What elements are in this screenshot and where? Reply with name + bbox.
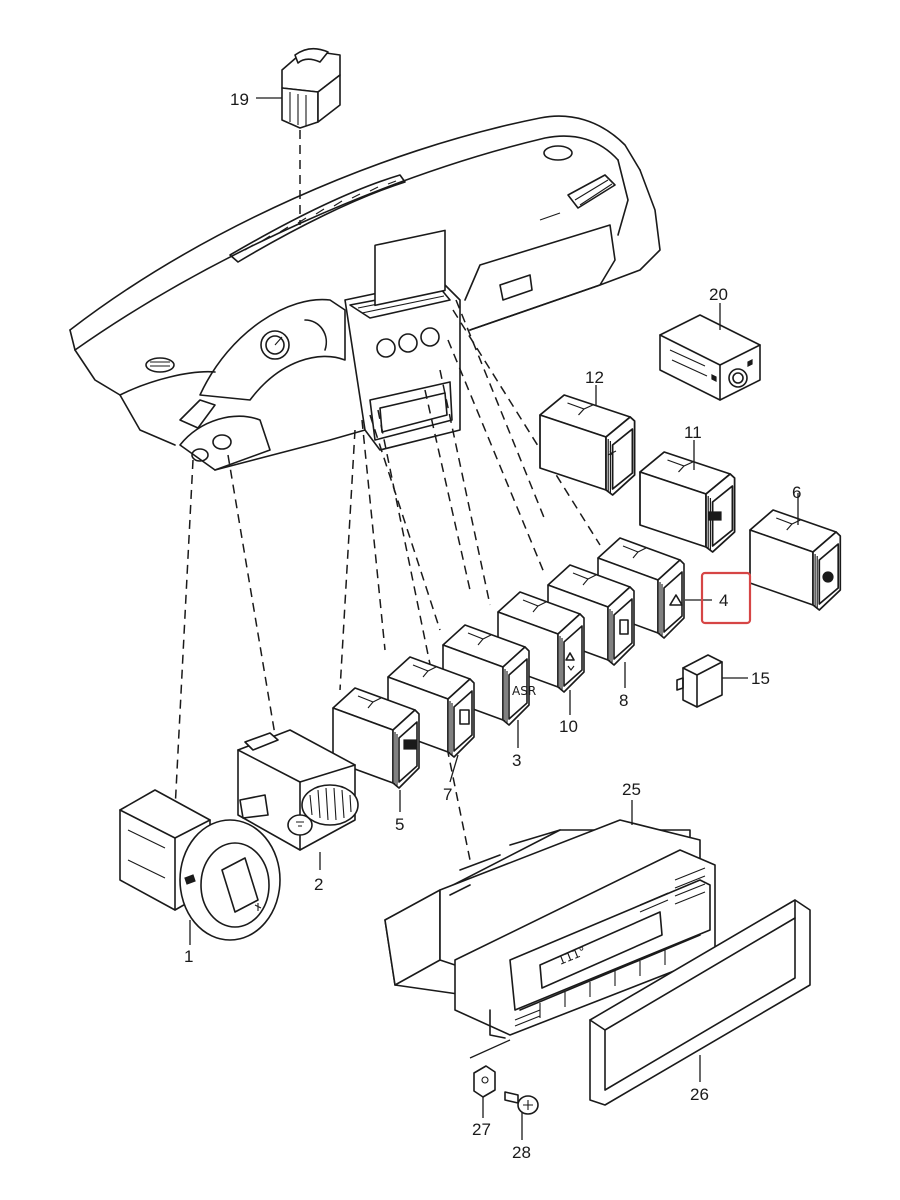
label-25: 25	[622, 780, 641, 799]
dashboard-illustration	[69, 115, 661, 471]
part-19-switch	[281, 47, 341, 129]
part-5-switch	[332, 687, 420, 789]
label-7: 7	[443, 785, 452, 804]
label-2: 2	[314, 875, 323, 894]
label-5: 5	[395, 815, 404, 834]
label-10: 10	[559, 717, 578, 736]
label-15: 15	[751, 669, 770, 688]
part-12-switch	[539, 394, 636, 496]
label-4: 4	[719, 591, 728, 610]
label-28: 28	[512, 1143, 531, 1162]
label-1: 1	[184, 947, 193, 966]
label-8: 8	[619, 691, 628, 710]
label-26: 26	[690, 1085, 709, 1104]
part-28-screw	[504, 1091, 539, 1115]
assembly-dashed-lines	[174, 130, 601, 861]
label-19: 19	[230, 90, 249, 109]
label-6: 6	[792, 483, 801, 502]
part-27-clip	[473, 1065, 496, 1098]
part-7-switch	[387, 656, 475, 758]
part-2-dimmer	[237, 729, 359, 851]
part-11-switch	[639, 451, 736, 553]
leader-lines	[189, 97, 799, 1140]
part-15-cap	[676, 654, 723, 708]
part-10-switch	[497, 591, 585, 693]
highlight-box-part-4	[700, 571, 752, 625]
part-20-connector	[659, 314, 761, 401]
part-4-switch	[597, 537, 685, 639]
part-8-switch	[547, 564, 635, 666]
part-1-light-switch	[119, 789, 281, 941]
label-12: 12	[585, 368, 604, 387]
label-3: 3	[512, 751, 521, 770]
part-6-switch	[749, 509, 842, 611]
asr-symbol: ASR	[512, 684, 536, 698]
label-20: 20	[709, 285, 728, 304]
label-11: 11	[684, 423, 702, 442]
label-27: 27	[472, 1120, 491, 1139]
part-26-trim-frame	[589, 899, 811, 1106]
part-number-labels: 19 20 12 11 6 4 15 8 10 3 7 5 2 1 25 26 …	[184, 90, 801, 1162]
part-25-climate-control: 111°	[384, 819, 716, 1039]
part-3-switch: ASR	[442, 624, 536, 726]
